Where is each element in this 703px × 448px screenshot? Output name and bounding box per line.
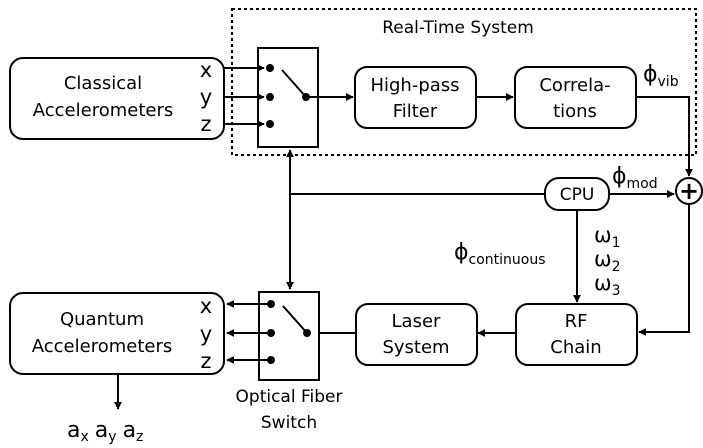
omega-2-label: ω2 — [594, 247, 621, 275]
quantum-axis-x: x — [200, 294, 212, 318]
switch-input-x — [266, 64, 274, 72]
quantum-accelerometers-box — [9, 292, 225, 375]
omega-3-label: ω3 — [594, 271, 621, 299]
correlations-label-line2: tions — [553, 101, 597, 122]
fiber-switch-label-line1: Optical Fiber — [236, 387, 343, 407]
laser-system-box — [355, 303, 478, 366]
correlations-label-line1: Correla- — [539, 75, 610, 96]
classical-label-line2: Accelerometers — [33, 100, 173, 121]
real-time-system-region — [231, 8, 697, 156]
highpass-label-line2: Filter — [393, 101, 438, 122]
rf-chain-box — [515, 303, 638, 366]
real-time-system-title: Real-Time System — [382, 18, 534, 38]
highpass-label-line1: High-pass — [370, 75, 459, 96]
sum-plus-symbol: + — [679, 177, 699, 205]
classical-label-line1: Classical — [64, 73, 142, 94]
fiber-switch-label-line2: Switch — [261, 413, 317, 433]
quantum-axis-z: z — [200, 349, 211, 373]
fiber-switch-blade — [282, 305, 308, 334]
cpu-label: CPU — [560, 185, 595, 205]
classical-accelerometers-box — [9, 57, 225, 140]
phi-mod-label: ϕmod — [612, 164, 658, 192]
quantum-label-line2: Accelerometers — [32, 336, 172, 357]
rf-label-line1: RF — [565, 311, 588, 332]
classical-axis-y: y — [200, 85, 212, 109]
quantum-axis-y: y — [200, 322, 212, 346]
classical-axis-z: z — [200, 112, 211, 136]
arrow-sum-to-rf — [638, 204, 690, 336]
phi-vib-label: ϕvib — [643, 62, 679, 90]
arrow-correlations-to-sum — [636, 96, 693, 177]
laser-label-line1: Laser — [392, 311, 442, 332]
rf-label-line2: Chain — [550, 337, 601, 358]
omega-1-label: ω1 — [594, 223, 621, 251]
switch-input-z — [266, 120, 274, 128]
quantum-label-line1: Quantum — [60, 309, 144, 330]
switch-blade — [281, 69, 307, 98]
laser-label-line2: System — [382, 337, 449, 358]
classical-axis-x: x — [200, 58, 212, 82]
phi-continuous-label: ϕcontinuous — [454, 240, 546, 268]
switch-input-y — [266, 93, 274, 101]
